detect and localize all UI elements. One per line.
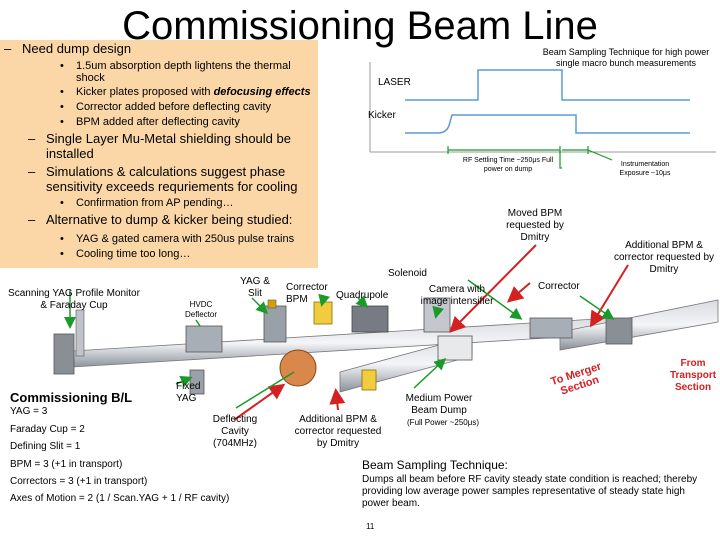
bullet-shielding: –Single Layer Mu-Metal shielding should …	[28, 131, 291, 161]
bullet-yag-camera: •YAG & gated camera with 250us pulse tra…	[60, 233, 295, 245]
corrector-bpm-label: Corrector BPM	[286, 282, 328, 305]
callout-arrows-green	[64, 279, 615, 409]
timing-waveform	[369, 62, 716, 169]
commissioning-item-bpm: BPM = 3 (+1 in transport)	[10, 459, 123, 470]
commissioning-item-slit: Defining Slit = 1	[10, 441, 81, 452]
commissioning-item-yag: YAG = 3	[10, 406, 48, 417]
laser-label: LASER	[378, 77, 411, 88]
hvdc-label: HVDC Deflector	[184, 300, 217, 319]
fixed-yag-label: Fixed YAG	[176, 381, 201, 404]
commissioning-item-faraday: Faraday Cup = 2	[10, 424, 85, 435]
bullet-bpm: •BPM added after deflecting cavity	[60, 116, 240, 128]
beamline	[53, 297, 719, 395]
page-number: 11	[366, 522, 375, 531]
commissioning-item-axes: Axes of Motion = 2 (1 / Scan.YAG + 1 / R…	[10, 493, 230, 504]
additional-bpm-mid-label: Additional BPM & corrector requested by …	[294, 414, 382, 449]
yag-slit-label: YAG & Slit	[240, 276, 270, 299]
bullet-dump-design: –Need dump design	[4, 41, 132, 56]
bullet-panel	[0, 40, 318, 268]
bullet-alternative: –Alternative to dump & kicker being stud…	[28, 212, 293, 227]
sampling-header: Beam Sampling Technique for high power s…	[542, 47, 710, 68]
kicker-label: Kicker	[368, 110, 396, 121]
corrector-right-label: Corrector	[538, 281, 580, 292]
bullet-confirmation: •Confirmation from AP pending…	[60, 197, 234, 209]
moved-bpm-label: Moved BPM requested by Dmitry	[506, 208, 564, 243]
technique-header: Beam Sampling Technique:	[362, 458, 508, 472]
deflecting-cavity-label: Deflecting Cavity (704MHz)	[212, 414, 258, 449]
bullet-kicker: •Kicker plates proposed with defocusing …	[60, 86, 311, 98]
additional-bpm-right-label: Additional BPM & corrector requested by …	[613, 240, 715, 275]
technique-body: Dumps all beam before RF cavity steady s…	[362, 474, 698, 509]
scanning-yag-label: Scanning YAG Profile Monitor & Faraday C…	[8, 288, 140, 311]
medium-power-label: Medium Power Beam Dump	[405, 393, 473, 416]
instrumentation-label: Instrumentation Exposure ~10μs	[619, 161, 671, 177]
commissioning-header: Commissioning B/L	[10, 390, 133, 405]
quadrupole-label: Quadrupole	[336, 290, 389, 301]
camera-label: Camera with image intensifier	[420, 284, 494, 307]
callout-arrows-red	[233, 244, 629, 421]
full-power-label: (Full Power ~250μs)	[407, 418, 479, 427]
rf-settling-label: RF Settling Time ~250μs Full power on du…	[462, 157, 554, 173]
from-transport-label: From Transport Section	[669, 358, 717, 393]
bullet-absorption: •1.5um absorption depth lightens the the…	[60, 60, 291, 84]
bullet-corrector: •Corrector added before deflecting cavit…	[60, 101, 272, 113]
bullet-cooling: •Cooling time too long…	[60, 248, 191, 260]
solenoid-label: Solenoid	[388, 268, 427, 279]
bullet-simulations: –Simulations & calculations suggest phas…	[28, 164, 298, 194]
commissioning-item-correctors: Correctors = 3 (+1 in transport)	[10, 476, 148, 487]
